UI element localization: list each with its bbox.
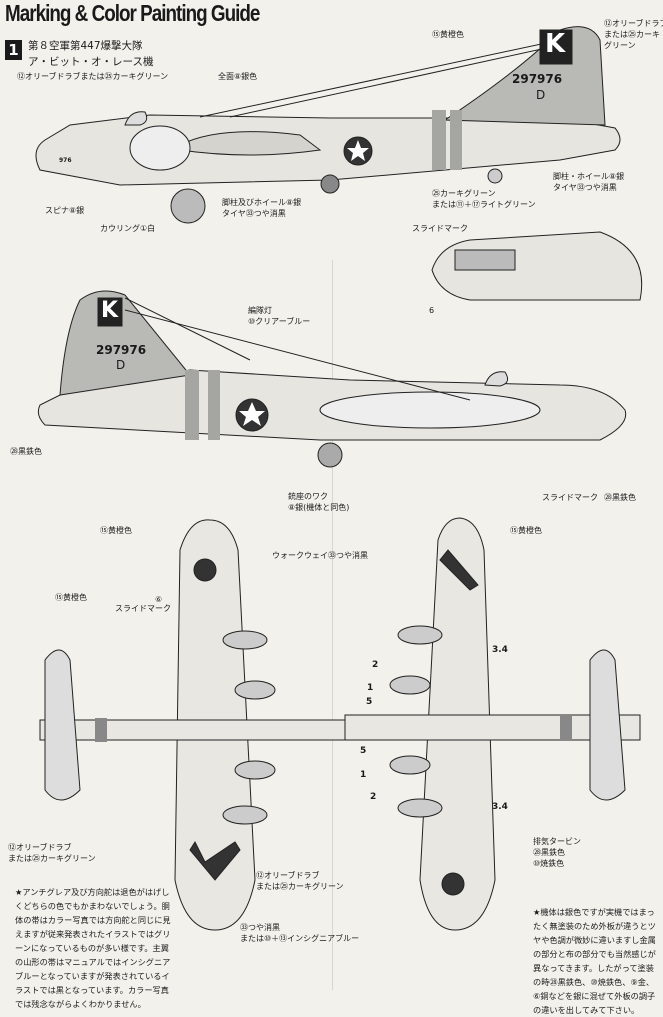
- label-rudder-line3: グリーン: [604, 41, 636, 50]
- label-turbo-line3: ⑩焼鉄色: [533, 859, 565, 868]
- label-main-gear-line1: 脚柱及びホイール⑧銀: [222, 198, 302, 207]
- label-fuselage-band-line2: または⑪＋⑰ライトグリーン: [432, 200, 536, 209]
- label-wing-antiglare-line2: または㉕カーキグリーン: [256, 882, 344, 891]
- label-slide-mark-nose: スライドマーク: [542, 493, 598, 502]
- label-rudder-line2: または㉕カーキ: [604, 30, 660, 39]
- section-subtitle: 第８空軍第447爆撃大隊 ア・ビット・オ・レース機: [28, 38, 153, 70]
- tail-letter-box: [539, 29, 573, 65]
- label-wing-v-line1: ㉝つや消黒: [240, 923, 280, 932]
- label-stab-tip: ⑮黄橙色: [55, 593, 87, 602]
- label-turbo-line2: ㉘黒鉄色: [533, 848, 565, 857]
- label-formation-light-line1: 編隊灯: [248, 306, 272, 315]
- aircraft-drawings: [35, 26, 643, 931]
- label-slide-mark-top-num: ⑥: [155, 595, 163, 604]
- main-wheel: [170, 188, 206, 224]
- tail-square-lower: D: [116, 358, 126, 372]
- label-slide-mark-top: スライドマーク: [115, 604, 171, 613]
- label-wingtip-top: ⑮黄橙色: [100, 526, 132, 535]
- label-overall: 全面⑧銀色: [218, 72, 258, 81]
- fuselage-band: [432, 110, 446, 170]
- page-title: Marking & Color Painting Guide: [5, 0, 260, 26]
- label-wing-antiglare: ⑫オリーブドラブ または㉕カーキグリーン: [256, 870, 344, 892]
- decal-5-upper: 5: [366, 697, 373, 707]
- label-fuselage-band-line1: ㉕カーキグリーン: [432, 189, 496, 198]
- label-wingtip-bottom: ⑮黄橙色: [510, 526, 542, 535]
- subtitle-aircraft-name: ア・ビット・オ・レース機: [28, 56, 154, 68]
- label-wing-v: ㉝つや消黒 または⑩＋⑬インシグニアブルー: [240, 922, 359, 944]
- label-spinner: スピナ⑧銀: [45, 206, 85, 215]
- decal-1-lower: 1: [360, 770, 367, 780]
- decal-2-lower: 2: [370, 792, 377, 802]
- tail-letter: K: [545, 29, 566, 59]
- label-walkway: ウォークウェイ㉝つや消黒: [272, 551, 368, 560]
- label-slide-mark-inset: スライドマーク: [412, 224, 468, 233]
- nose-code: 976: [59, 157, 72, 164]
- note-left: ★アンチグレア及び方向舵は退色がはげしくどちらの色でもかまわないでしょう。胴体の…: [15, 887, 171, 1009]
- label-tail-gear-line1: 脚柱・ホイール⑧銀: [553, 172, 625, 181]
- section-number: 1: [5, 40, 22, 60]
- label-fuselage-band: ㉕カーキグリーン または⑪＋⑰ライトグリーン: [432, 188, 536, 210]
- decal-2-upper: 2: [372, 660, 379, 670]
- label-wing-antiglare-line1: ⑫オリーブドラブ: [256, 871, 320, 880]
- side-view-lower: [37, 290, 627, 468]
- side-view-upper: [35, 26, 621, 224]
- decal-3-4-lower: 3.4: [492, 802, 508, 812]
- label-turbo: 排気タービン ㉘黒鉄色 ⑩焼鉄色: [533, 836, 581, 869]
- label-tail-gear: 脚柱・ホイール⑧銀 タイヤ㉝つや消黒: [553, 171, 624, 193]
- label-tail-band: ⑮黄橙色: [432, 30, 464, 39]
- label-tail-gun: ㉘黒鉄色: [10, 447, 42, 456]
- bottom-view: [344, 517, 641, 931]
- decal-1-upper: 1: [367, 683, 374, 693]
- tail-square: D: [536, 88, 546, 102]
- label-main-gear-line2: タイヤ㉝つや消黒: [222, 209, 286, 218]
- decal-3-4-upper: 3.4: [492, 645, 508, 655]
- label-antiglare: ⑫オリーブドラブまたは㉕カーキグリーン: [17, 72, 169, 81]
- label-turbo-line1: 排気タービン: [533, 837, 581, 846]
- label-turret-frame-line1: 銃座のワク: [288, 492, 328, 501]
- label-tail-gear-line2: タイヤ㉝つや消黒: [553, 183, 617, 192]
- label-stab-antiglare-line2: または㉕カーキグリーン: [8, 854, 96, 863]
- label-stab-antiglare-line1: ⑫オリーブドラブ: [8, 843, 72, 852]
- label-formation-light-line2: ⑩クリアーブルー: [248, 317, 311, 326]
- subtitle-unit: 第８空軍第447爆撃大隊: [28, 40, 143, 52]
- label-turret-frame: 銃座のワク ⑧銀(機体と同色): [288, 491, 349, 513]
- label-stab-antiglare: ⑫オリーブドラブ または㉕カーキグリーン: [8, 842, 96, 864]
- label-nose-gun: ㉘黒鉄色: [604, 493, 636, 502]
- label-rudder: ⑫オリーブドラブ または㉕カーキ グリーン: [604, 18, 663, 51]
- tail-serial-lower: 297976: [96, 343, 147, 357]
- tail-serial: 297976: [512, 72, 563, 86]
- label-rudder-line1: ⑫オリーブドラブ: [604, 19, 663, 28]
- label-wing-v-line2: または⑩＋⑬インシグニアブルー: [240, 934, 360, 943]
- label-turret-frame-line2: ⑧銀(機体と同色): [288, 503, 350, 512]
- label-inset-number: 6: [429, 306, 435, 315]
- label-formation-light: 編隊灯 ⑩クリアーブルー: [248, 305, 310, 327]
- column-divider: [332, 260, 333, 990]
- decal-5-lower: 5: [360, 746, 367, 756]
- top-view: [39, 519, 361, 931]
- label-cowling: カウリング①白: [100, 224, 156, 233]
- nose-inset: [431, 231, 643, 301]
- note-right: ★機体は銀色ですが実機ではまったく無塗装のため外板が違うとツヤや色調が微妙に違い…: [533, 907, 656, 1015]
- tail-letter-lower: K: [101, 298, 119, 323]
- tail-letter-box-lower: [97, 297, 123, 327]
- label-main-gear: 脚柱及びホイール⑧銀 タイヤ㉝つや消黒: [222, 197, 301, 219]
